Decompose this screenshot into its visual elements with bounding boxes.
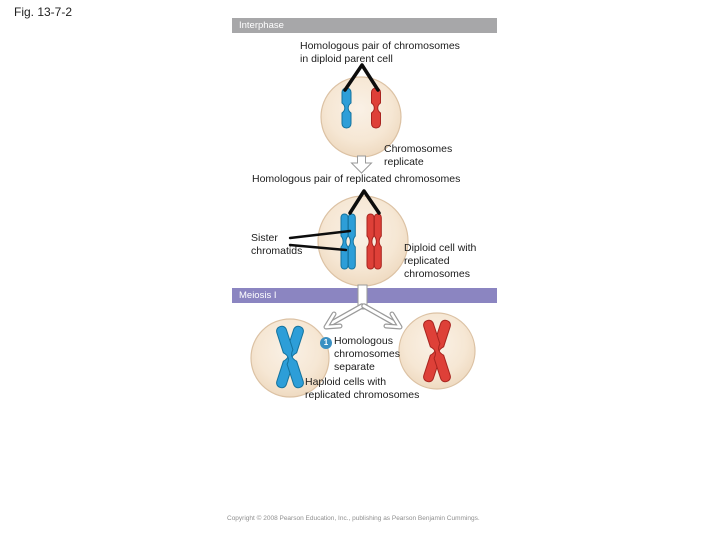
replicate-down-arrow-icon	[350, 155, 373, 174]
divide-arrow-left-head-icon	[323, 311, 343, 330]
red-sister-chromatid-1	[366, 213, 375, 270]
replicate-caption: Chromosomes replicate	[384, 143, 453, 168]
meiosis-banner: Meiosis I	[232, 288, 497, 303]
blue-chromosome-rod	[341, 87, 352, 129]
divide-arrow-left-head-inner	[324, 312, 342, 329]
parent-cell-caption: Homologous pair of chromosomes in diploi…	[300, 40, 460, 65]
divide-arrow-left-shaft-inner	[328, 304, 364, 326]
interphase-banner: Interphase	[232, 18, 497, 33]
divide-arrow-right-head-icon	[383, 311, 403, 330]
blue-x-chromatid-1	[276, 325, 304, 389]
replicated-pair-caption: Homologous pair of replicated chromosome…	[252, 173, 461, 185]
sister-chromatids-caption: Sister chromatids	[251, 232, 303, 257]
red-x-chromatid-2	[423, 319, 451, 383]
replicated-pair-pointer-icon	[348, 189, 381, 215]
red-x-chromatid-1	[423, 319, 451, 383]
blue-sister-chromatid-1	[340, 213, 349, 270]
copyright-line: Copyright © 2008 Pearson Education, Inc.…	[227, 515, 480, 522]
parent-pair-pointer-icon	[343, 63, 380, 92]
divide-arrow-right-shaft-inner	[362, 304, 398, 326]
step1-caption: Homologous chromosomes separate	[334, 335, 400, 373]
blue-sister-chromatid-2	[347, 213, 356, 270]
diploid-cell-caption: Diploid cell with replicated chromosomes	[404, 242, 477, 280]
red-chromosome-rod	[371, 87, 381, 129]
diploid-replicated-cell	[317, 195, 409, 287]
divide-arrow-right-head-inner	[384, 312, 402, 329]
blue-x-chromatid-2	[276, 325, 304, 389]
figure-label: Fig. 13-7-2	[14, 5, 73, 19]
haploid-cells-caption: Haploid cells with replicated chromosome…	[305, 376, 420, 401]
step1-badge: 1	[320, 337, 332, 349]
divide-arrow-right-shaft	[361, 303, 399, 327]
divide-arrow-left-shaft	[327, 303, 365, 327]
red-sister-chromatid-2	[373, 213, 382, 270]
